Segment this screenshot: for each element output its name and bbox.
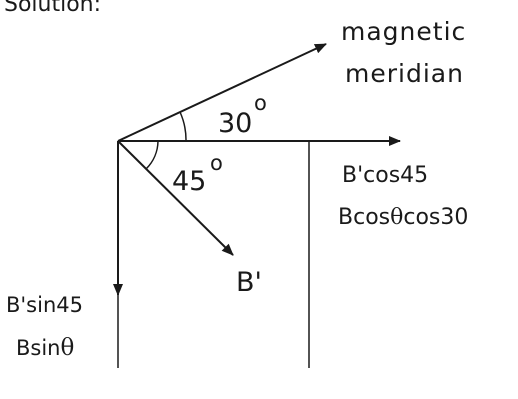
angle-arc-45 bbox=[145, 140, 159, 170]
heading-text: Solution: bbox=[4, 0, 101, 17]
angle-label-30: 30 bbox=[218, 108, 252, 139]
label-b-cos-theta-cos30: Bcosθcos30 bbox=[338, 205, 468, 230]
label-b-prime-sin45: B'sin45 bbox=[6, 293, 83, 317]
degree-mark-30: o bbox=[254, 91, 267, 115]
angle-label-45: 45 bbox=[172, 166, 206, 197]
label-magnetic: magnetic bbox=[341, 17, 466, 46]
degree-mark-45: o bbox=[210, 151, 223, 175]
label-b-prime: B' bbox=[236, 267, 262, 298]
label-b-sin-theta: Bsinθ bbox=[16, 335, 74, 361]
b-prime-vector bbox=[117, 140, 234, 256]
label-b-prime-cos45: B'cos45 bbox=[342, 163, 428, 188]
meridian-vector bbox=[117, 43, 327, 142]
angle-arc-30 bbox=[179, 111, 187, 142]
label-meridian: meridian bbox=[345, 59, 464, 88]
